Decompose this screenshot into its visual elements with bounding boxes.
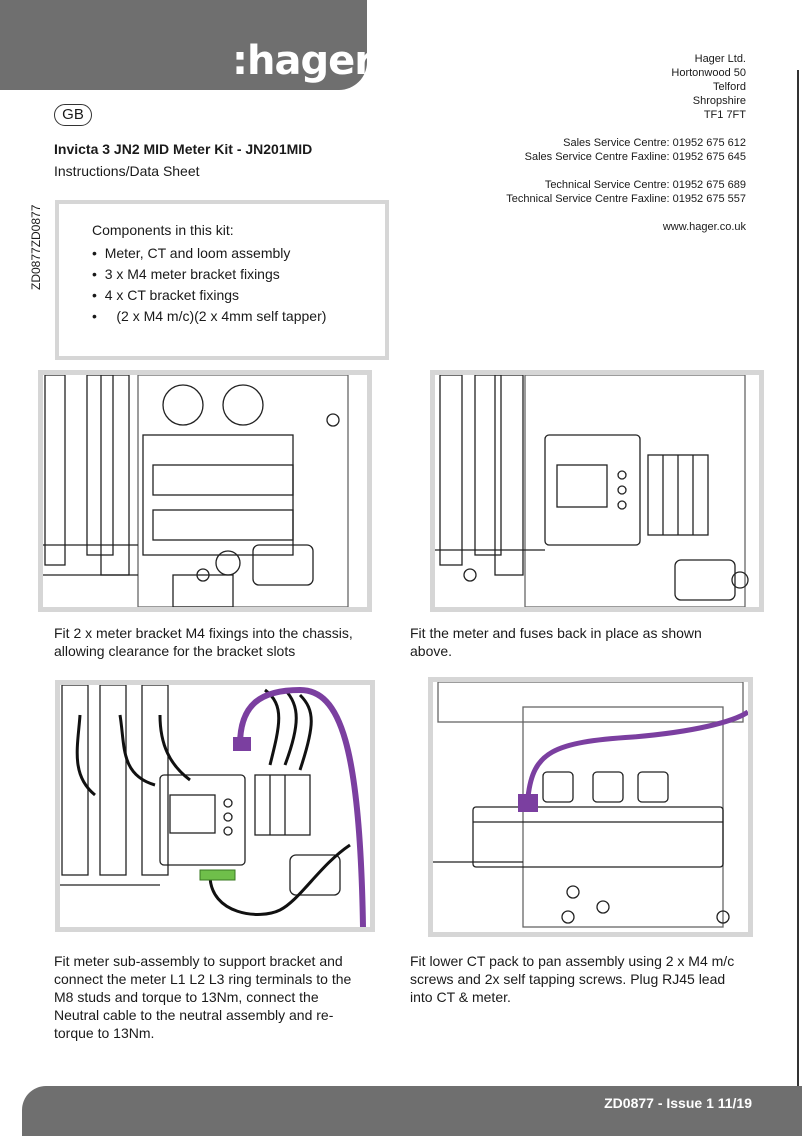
page-edge-line [797,70,799,1130]
document-subtitle: Instructions/Data Sheet [54,163,200,179]
components-list: • Meter, CT and loom assembly • 3 x M4 m… [92,243,326,327]
step-2-caption: Fit the meter and fuses back in place as… [410,625,702,659]
step-4-caption: Fit lower CT pack to pan assembly using … [410,953,735,1005]
list-item: • 4 x CT bracket fixings [92,287,240,303]
list-item: • (2 x M4 m/c)(2 x 4mm self tapper) [92,308,327,324]
document-title: Invicta 3 JN2 MID Meter Kit - JN201MID [54,141,313,157]
logo-tab [0,0,367,90]
step-2-drawing [435,375,749,607]
sales-phone: Sales Service Centre: 01952 675 612 [563,137,746,149]
list-item: • 3 x M4 meter bracket fixings [92,266,280,282]
address-line: TF1 7FT [703,109,746,121]
components-box [55,200,389,360]
step-3-image [55,680,375,932]
step-3-caption: Fit meter sub-assembly to support bracke… [54,953,352,1041]
issue-code: ZD0877 - Issue 1 11/19 [604,1095,752,1111]
address-line: Shropshire [692,95,746,107]
footer-bar [22,1086,802,1136]
hager-logo: :hager [232,38,374,84]
vertical-document-code: ZD0877ZD0877 [29,204,43,290]
country-badge: GB [54,104,92,126]
tech-fax: Technical Service Centre Faxline: 01952 … [506,193,746,205]
address-line: Hortonwood 50 [671,67,746,79]
tech-phone: Technical Service Centre: 01952 675 689 [544,179,746,191]
contact-block: Hager Ltd. Hortonwood 50 Telford Shropsh… [506,52,746,234]
list-item: • Meter, CT and loom assembly [92,245,291,261]
step-4-drawing [433,682,748,928]
step-4-image [428,677,753,937]
address-line: Telford [712,81,746,93]
step-1-caption: Fit 2 x meter bracket M4 fixings into th… [54,625,353,659]
step-2-image [430,370,764,612]
sales-fax: Sales Service Centre Faxline: 01952 675 … [524,151,746,163]
step-3-drawing [60,685,366,927]
website-link[interactable]: www.hager.co.uk [662,221,746,233]
step-1-image [38,370,372,612]
address-line: Hager Ltd. [694,53,746,65]
components-heading: Components in this kit: [92,222,234,238]
step-1-drawing [43,375,349,607]
